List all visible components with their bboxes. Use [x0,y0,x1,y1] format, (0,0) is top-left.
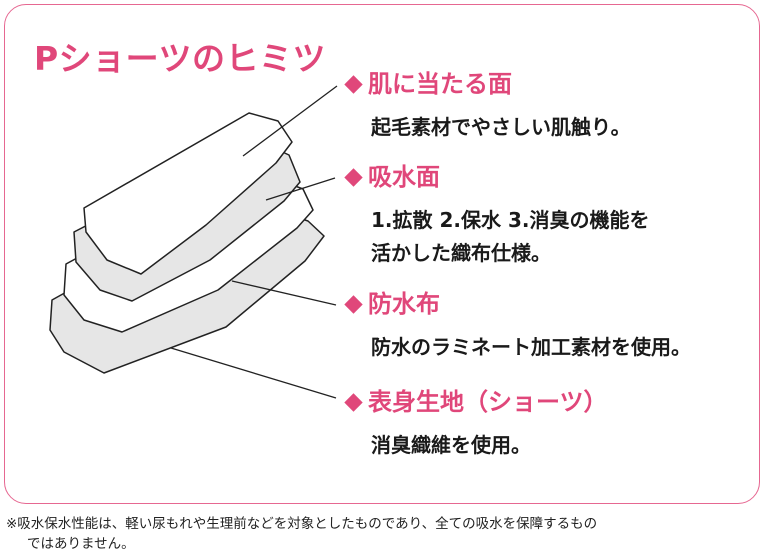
panel-title: Pショーツのヒミツ [34,39,327,78]
diamond-bullet-icon [344,392,363,412]
leader-line-waterproof [231,280,337,306]
feature-description: 消臭織維を使用。 [371,433,531,457]
feature-description: 防水のラミネート加工素材を使用。 [371,335,691,359]
feature-heading: 吸水面 [368,163,440,191]
feature-heading: 防水布 [368,290,440,318]
leader-line-shorts [170,347,337,399]
info-panel [4,4,760,504]
feature-waterproof: 防水布 防水のラミネート加工素材を使用。 [343,292,691,364]
feature-skin-contact: 肌に当たる面 起毛素材でやさしい肌触り。 [343,72,631,144]
diamond-bullet-icon [344,294,363,314]
diamond-bullet-icon [344,167,363,187]
footnote-line-2: ではありません。 [27,536,135,552]
feature-shorts-fabric: 表身生地（ショーツ） 消臭織維を使用。 [343,390,608,462]
footnote-line-1: ※吸水保水性能は、軽い尿もれや生理前などを対象としたものであり、全ての吸水を保障… [6,516,598,532]
feature-description: 起毛素材でやさしい肌触り。 [371,115,631,139]
feature-heading: 表身生地（ショーツ） [368,388,608,416]
footnote: ※吸水保水性能は、軽い尿もれや生理前などを対象としたものであり、全ての吸水を保障… [6,514,597,554]
feature-description: 1.拡散 2.保水 3.消臭の機能を 活かした織布仕様。 [371,208,650,265]
feature-heading: 肌に当たる面 [368,70,512,98]
leader-line-skin [242,85,338,157]
leader-line-absorbent [265,177,336,201]
diamond-bullet-icon [344,74,363,94]
layer-skin-contact [83,112,293,275]
feature-absorbent: 吸水面 1.拡散 2.保水 3.消臭の機能を 活かした織布仕様。 [343,165,649,270]
